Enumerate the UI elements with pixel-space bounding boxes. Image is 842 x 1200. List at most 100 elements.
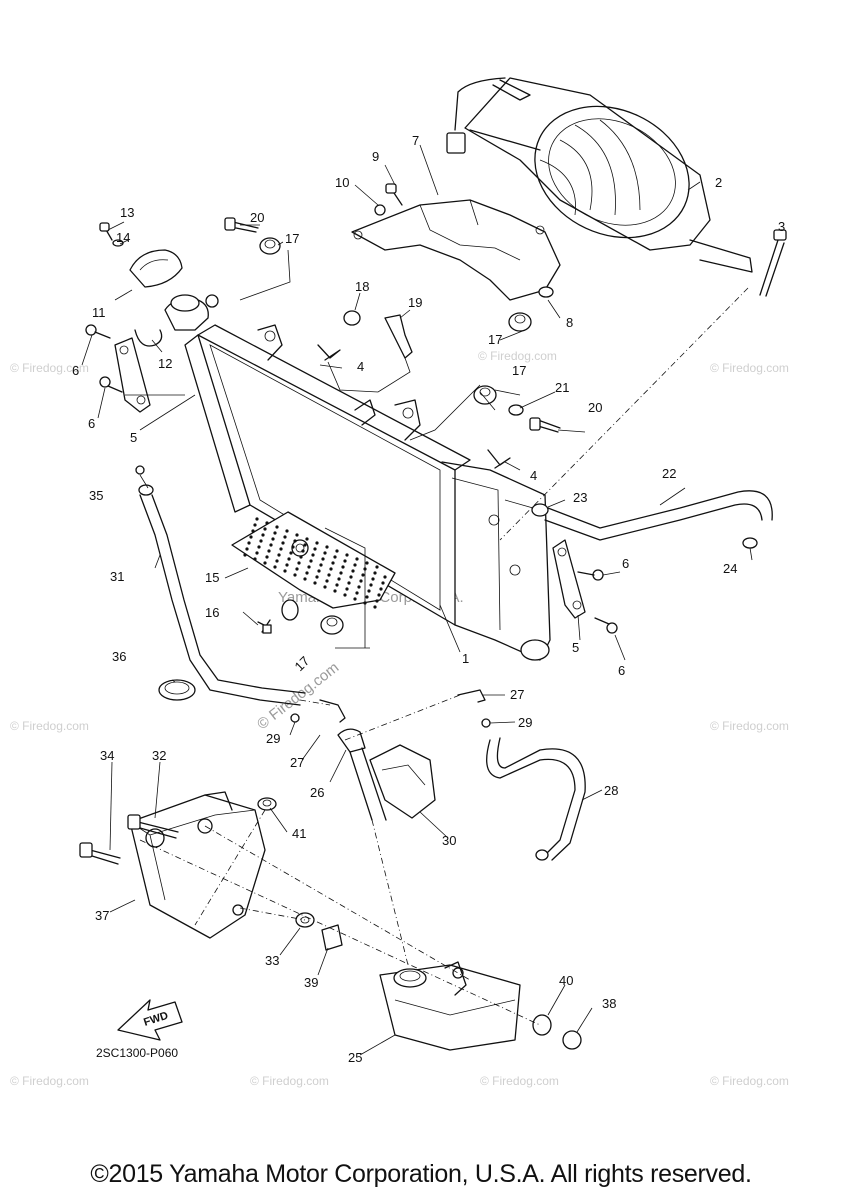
grille-hole (349, 575, 353, 579)
callout: 10 (335, 175, 349, 190)
grille-hole (335, 549, 339, 553)
callout: 5 (130, 430, 137, 445)
callout: 25 (348, 1050, 362, 1065)
callout: 14 (116, 230, 130, 245)
callout: 28 (604, 783, 618, 798)
callout: 12 (158, 356, 172, 371)
fan-shroud (351, 199, 561, 301)
grille-hole (297, 561, 301, 565)
callout: 17 (512, 363, 526, 378)
grille-hole (339, 571, 343, 575)
grille-hole (285, 563, 289, 567)
callout: 32 (152, 748, 166, 763)
callout: 24 (723, 561, 737, 576)
grille-hole (341, 565, 345, 569)
callout: 1 (462, 651, 469, 666)
callout: 3 (778, 219, 785, 234)
hose-28 (486, 737, 586, 861)
grille-hole (287, 557, 291, 561)
watermark: © Firedog.com (480, 1074, 559, 1088)
copyright-notice: ©2015 Yamaha Motor Corporation, U.S.A. A… (90, 1160, 752, 1188)
grille-hole (273, 531, 277, 535)
radiator (164, 294, 551, 661)
grille-hole (281, 541, 285, 545)
grille-hole (375, 599, 379, 603)
diagram-code: 2SC1300-P060 (96, 1046, 179, 1060)
grommets (259, 237, 532, 635)
grille-hole (267, 549, 271, 553)
grille-hole (357, 585, 361, 589)
callout: 40 (559, 973, 573, 988)
grille-hole (365, 595, 369, 599)
callout: 23 (573, 490, 587, 505)
callout: 8 (566, 315, 573, 330)
watermark: © Firedog.com (710, 1074, 789, 1088)
watermark: © Firedog.com (10, 1074, 89, 1088)
grille-hole (259, 539, 263, 543)
callout: 16 (205, 605, 219, 620)
grille-hole (361, 573, 365, 577)
callout: 37 (95, 908, 109, 923)
grille-hole (313, 581, 317, 585)
grille-hole (317, 569, 321, 573)
grille-hole (251, 529, 255, 533)
callout: 26 (310, 785, 324, 800)
callout: 29 (266, 731, 280, 746)
grille-hole (323, 551, 327, 555)
callout: 4 (530, 468, 537, 483)
callout: 21 (555, 380, 569, 395)
grille-hole (327, 573, 331, 577)
grille-hole (369, 583, 373, 587)
hose-22 (531, 490, 773, 549)
grille-hole (373, 571, 377, 575)
callout: 35 (89, 488, 103, 503)
grille-hole (295, 567, 299, 571)
grille-hole (263, 561, 267, 565)
grille-hole (365, 561, 369, 565)
grille-hole (245, 547, 249, 551)
cover-30 (369, 744, 436, 819)
grille-hole (367, 589, 371, 593)
grille-hole (307, 565, 311, 569)
clamp-36 (158, 679, 196, 701)
callout: 29 (518, 715, 532, 730)
grille-hole (333, 555, 337, 559)
radiator-grille (231, 511, 396, 609)
grille-hole (275, 525, 279, 529)
callout: 36 (112, 649, 126, 664)
grille-hole (323, 585, 327, 589)
grille-hole (275, 559, 279, 563)
grille-hole (303, 543, 307, 547)
grille-hole (243, 553, 247, 557)
grille-hole (321, 557, 325, 561)
callout: 27 (290, 755, 304, 770)
grille-hole (271, 537, 275, 541)
callout: 5 (572, 640, 579, 655)
fwd-arrow-icon: FWD (117, 999, 183, 1041)
watermark: © Firedog.com (250, 1074, 329, 1088)
grille-hole (343, 559, 347, 563)
grille-hole (315, 541, 319, 545)
grille-hole (371, 577, 375, 581)
grille-hole (255, 517, 259, 521)
watermark: © Firedog.com (710, 361, 789, 375)
watermark: © Firedog.com (710, 719, 789, 733)
callout: 6 (618, 663, 625, 678)
callout: 6 (72, 363, 79, 378)
callout: 19 (408, 295, 422, 310)
callout: 27 (510, 687, 524, 702)
callout: 18 (355, 279, 369, 294)
grille-hole (329, 567, 333, 571)
grille-hole (373, 605, 377, 609)
callout: 20 (588, 400, 602, 415)
grille-hole (345, 553, 349, 557)
callout: 17 (488, 332, 502, 347)
callout: 38 (602, 996, 616, 1011)
callout: 31 (110, 569, 124, 584)
grille-hole (311, 553, 315, 557)
grille-hole (355, 557, 359, 561)
grille-hole (319, 563, 323, 567)
grille-hole (375, 565, 379, 569)
callout: 22 (662, 466, 676, 481)
callout: 33 (265, 953, 279, 968)
